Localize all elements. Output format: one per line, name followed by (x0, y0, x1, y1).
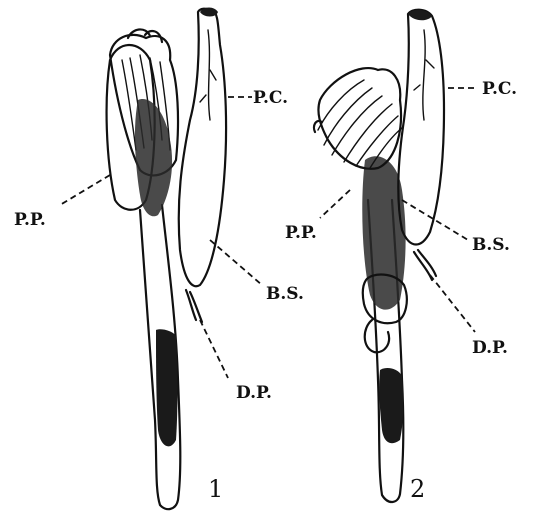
figure-2-number: 2 (410, 475, 425, 503)
figure-2-vessel (423, 30, 425, 120)
figure-1-label-dp: D.P. (236, 383, 272, 403)
figure-1-right-sac (179, 9, 226, 287)
figure-1-vessel (208, 30, 210, 120)
figure-2-label-pp: P.P. (285, 223, 317, 243)
figure-2-right-sac (398, 10, 444, 245)
figure-2-label-pc: P.C. (482, 79, 517, 99)
figure-2-specimen (314, 10, 444, 502)
figure-1-duct (186, 290, 202, 322)
figure-2-duct (414, 250, 436, 280)
figure-2-label-dp: D.P. (472, 338, 508, 358)
figure-1-stalk-pigment (156, 329, 178, 446)
figure-2-label-bs: B.S. (472, 235, 510, 255)
figure-2-gill-fan (314, 68, 402, 169)
figure-1-label-bs: B.S. (266, 284, 304, 304)
figure-1-label-pc: P.C. (253, 88, 288, 108)
figure-1-specimen (107, 8, 227, 510)
figure-1-number: 1 (208, 475, 223, 503)
figure-2-stalk-pigment (379, 368, 403, 443)
figure-1-label-pp: P.P. (14, 210, 46, 230)
